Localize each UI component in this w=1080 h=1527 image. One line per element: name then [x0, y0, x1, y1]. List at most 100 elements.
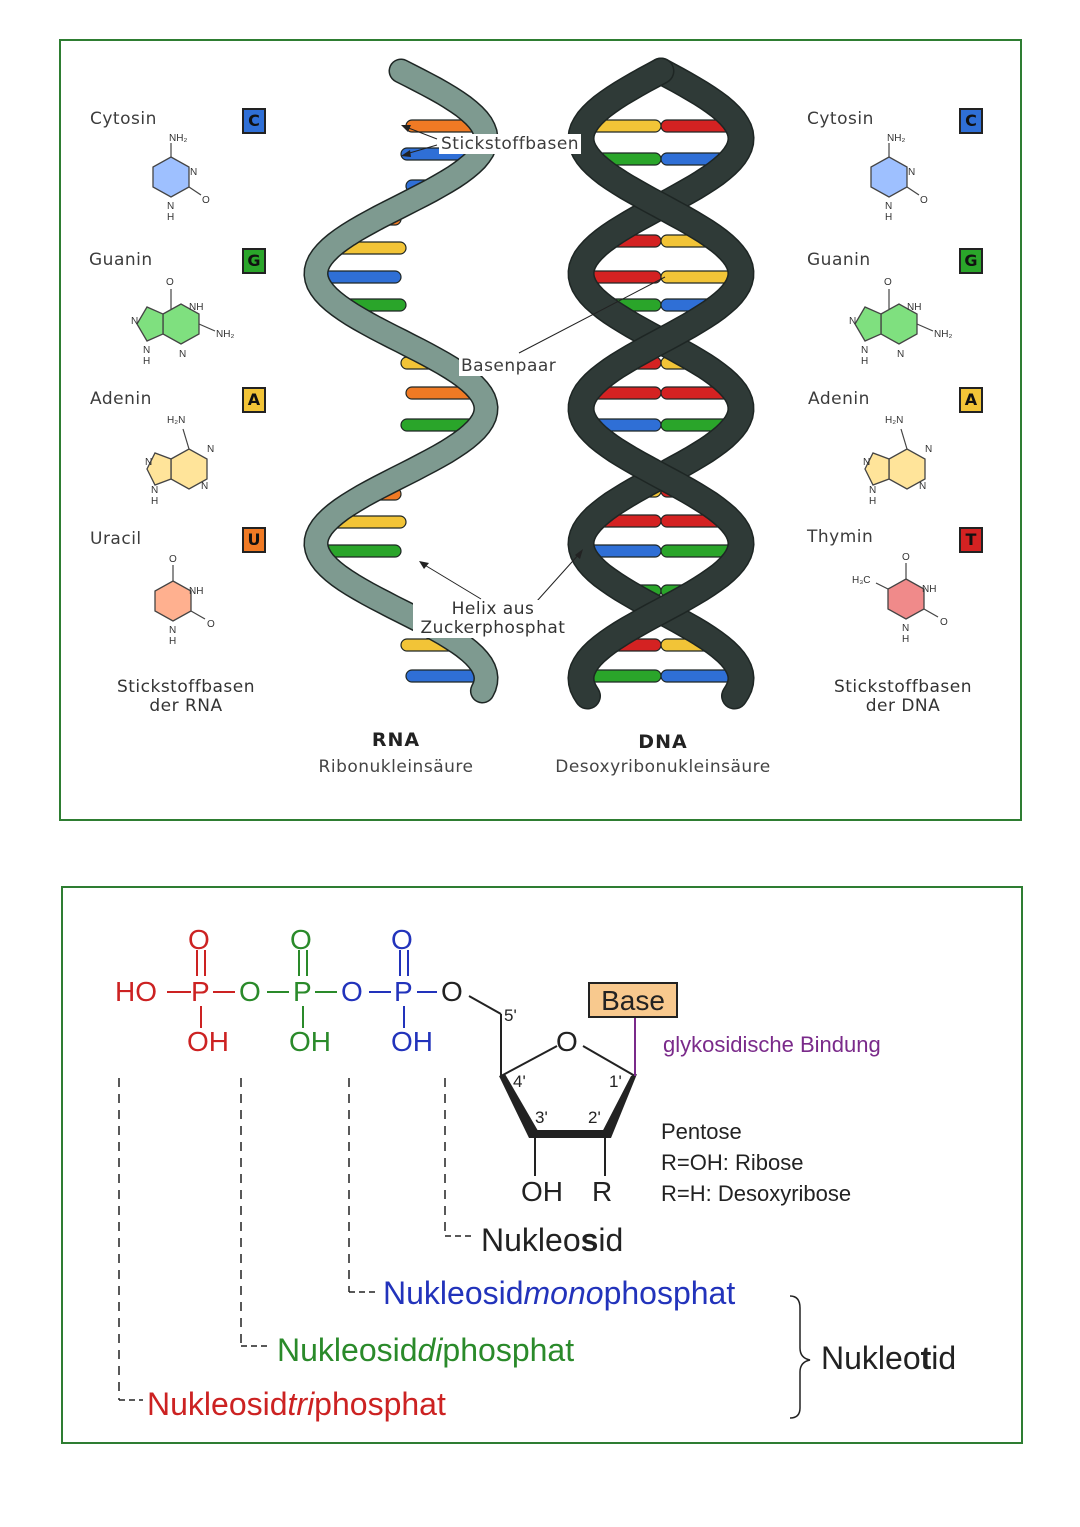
atom-n: N: [919, 481, 926, 492]
text-part: phosphat: [603, 1275, 736, 1311]
pentose-line: R=OH: Ribose: [661, 1150, 804, 1175]
sugar-r: R: [592, 1176, 613, 1207]
arrowhead: [575, 549, 583, 559]
adenine-molecule: H₂N N N N N H: [863, 415, 932, 507]
text-part: Nukleo: [481, 1222, 581, 1258]
nukleotid-label: Nukleotid: [821, 1340, 956, 1377]
atom-h2n: H₂N: [885, 415, 903, 426]
pentose-line: R=H: Desoxyribose: [661, 1181, 852, 1206]
atom-p-red: P: [191, 976, 210, 1007]
atom-n: N: [143, 345, 150, 356]
callout-line: [405, 144, 438, 155]
atom-nh: NH: [189, 586, 203, 597]
dna-title: DNA: [638, 731, 688, 753]
atom-n: N: [201, 481, 208, 492]
nucleotide-bonds: [118, 950, 811, 1419]
rna-bases-caption: Stickstoffbasen der RNA: [101, 678, 271, 716]
atom-o: O: [207, 619, 215, 630]
rna-base-name-cytosin: Cytosin: [90, 109, 157, 129]
dna-base-name-adenin: Adenin: [808, 389, 870, 409]
atom-n: N: [131, 316, 138, 327]
atom-o-link-blue: O: [341, 976, 363, 1007]
dna-base-letter-t: T: [959, 527, 983, 553]
atom-n: N: [908, 167, 915, 178]
atom-n: N: [863, 457, 870, 468]
dna-helix: [567, 57, 755, 710]
carbon-5-label: 5': [504, 1006, 517, 1025]
carbon-3-label: 3': [535, 1108, 548, 1127]
text-part-italic: di: [417, 1332, 443, 1368]
atom-h2n: H₂N: [167, 415, 185, 426]
carbon-1-label: 1': [609, 1072, 622, 1091]
atom-o-link-green: O: [239, 976, 261, 1007]
atom-n: N: [849, 316, 856, 327]
atom-o: O: [902, 552, 910, 563]
arrowhead: [419, 561, 429, 569]
rna-helix: [303, 58, 499, 704]
atom-o: O: [920, 195, 928, 206]
atom-oh-blue: OH: [391, 1026, 433, 1057]
atom-h: H: [167, 212, 174, 223]
caption-line: Helix aus: [451, 599, 535, 619]
text-part: Nukleosid: [383, 1275, 524, 1311]
atom-n: N: [897, 349, 904, 360]
text-part-italic: mono: [523, 1275, 604, 1311]
caption-line: Stickstoffbasen: [833, 677, 973, 697]
atom-o-red: O: [188, 924, 210, 955]
callout-helix: Helix aus Zuckerphosphat: [413, 600, 573, 638]
carbon-4-label: 4': [513, 1072, 526, 1091]
callout-line: [536, 552, 581, 602]
atom-n: N: [861, 345, 868, 356]
atom-o: O: [884, 277, 892, 288]
callout-basenpaar: Basenpaar: [459, 356, 559, 376]
nukleosid-label: Nukleosid: [481, 1222, 623, 1259]
atom-n: N: [179, 349, 186, 360]
atom-o-green: O: [290, 924, 312, 955]
atom-p-blue: P: [394, 976, 413, 1007]
atom-h: H: [143, 356, 150, 367]
text-part: Nukleosid: [277, 1332, 418, 1368]
dna-bases-caption: Stickstoffbasen der DNA: [818, 678, 988, 716]
atom-nh2: NH₂: [169, 133, 187, 144]
arrowhead: [401, 150, 411, 157]
dna-base-letter-a: A: [959, 387, 983, 413]
text-part-bold: t: [920, 1340, 932, 1376]
dna-rna-structure-panel: Cytosin C Guanin G Adenin A Uracil U NH₂…: [59, 39, 1022, 821]
caption-line: der DNA: [865, 696, 941, 716]
atom-nh2: NH₂: [216, 329, 234, 340]
atom-n: N: [169, 625, 176, 636]
atom-h: H: [169, 636, 176, 647]
atom-nh2: NH₂: [934, 329, 952, 340]
text-part: id: [598, 1222, 624, 1258]
callout-stickstoffbasen: Stickstoffbasen: [439, 134, 582, 154]
atom-n: N: [145, 457, 152, 468]
atom-h: H: [151, 496, 158, 507]
atom-n: N: [190, 167, 197, 178]
dna-subtitle: Desoxyribonukleinsäure: [555, 757, 771, 777]
atom-ho-red: HO: [115, 976, 157, 1007]
arrowhead: [401, 125, 411, 132]
rna-base-name-guanin: Guanin: [89, 250, 153, 270]
dna-base-name-cytosin: Cytosin: [807, 109, 874, 129]
text-part: id: [931, 1340, 957, 1376]
atom-o: O: [202, 195, 210, 206]
text-part: phosphat: [314, 1386, 446, 1422]
guanine-molecule: O NH NH₂ N N N H: [849, 277, 952, 367]
callout-line: [422, 563, 482, 600]
guanine-molecule: O NH NH₂ N N N H: [131, 277, 234, 367]
text-part: Nukleosid: [147, 1386, 288, 1422]
atom-n: N: [167, 201, 174, 212]
helix-illustration: [303, 57, 755, 710]
text-part: phosphat: [442, 1332, 575, 1368]
atom-n: N: [207, 444, 214, 455]
atom-nh: NH: [922, 584, 936, 595]
atom-h: H: [885, 212, 892, 223]
atom-oh-green: OH: [289, 1026, 331, 1057]
atom-o: O: [166, 277, 174, 288]
atom-oh-red: OH: [187, 1026, 229, 1057]
atom-h: H: [902, 634, 909, 645]
atom-o-ester: O: [441, 976, 463, 1007]
caption-line: Zuckerphosphat: [420, 618, 566, 638]
glycosidic-bond-label: glykosidische Bindung: [663, 1032, 881, 1057]
dna-base-name-thymin: Thymin: [807, 527, 874, 547]
